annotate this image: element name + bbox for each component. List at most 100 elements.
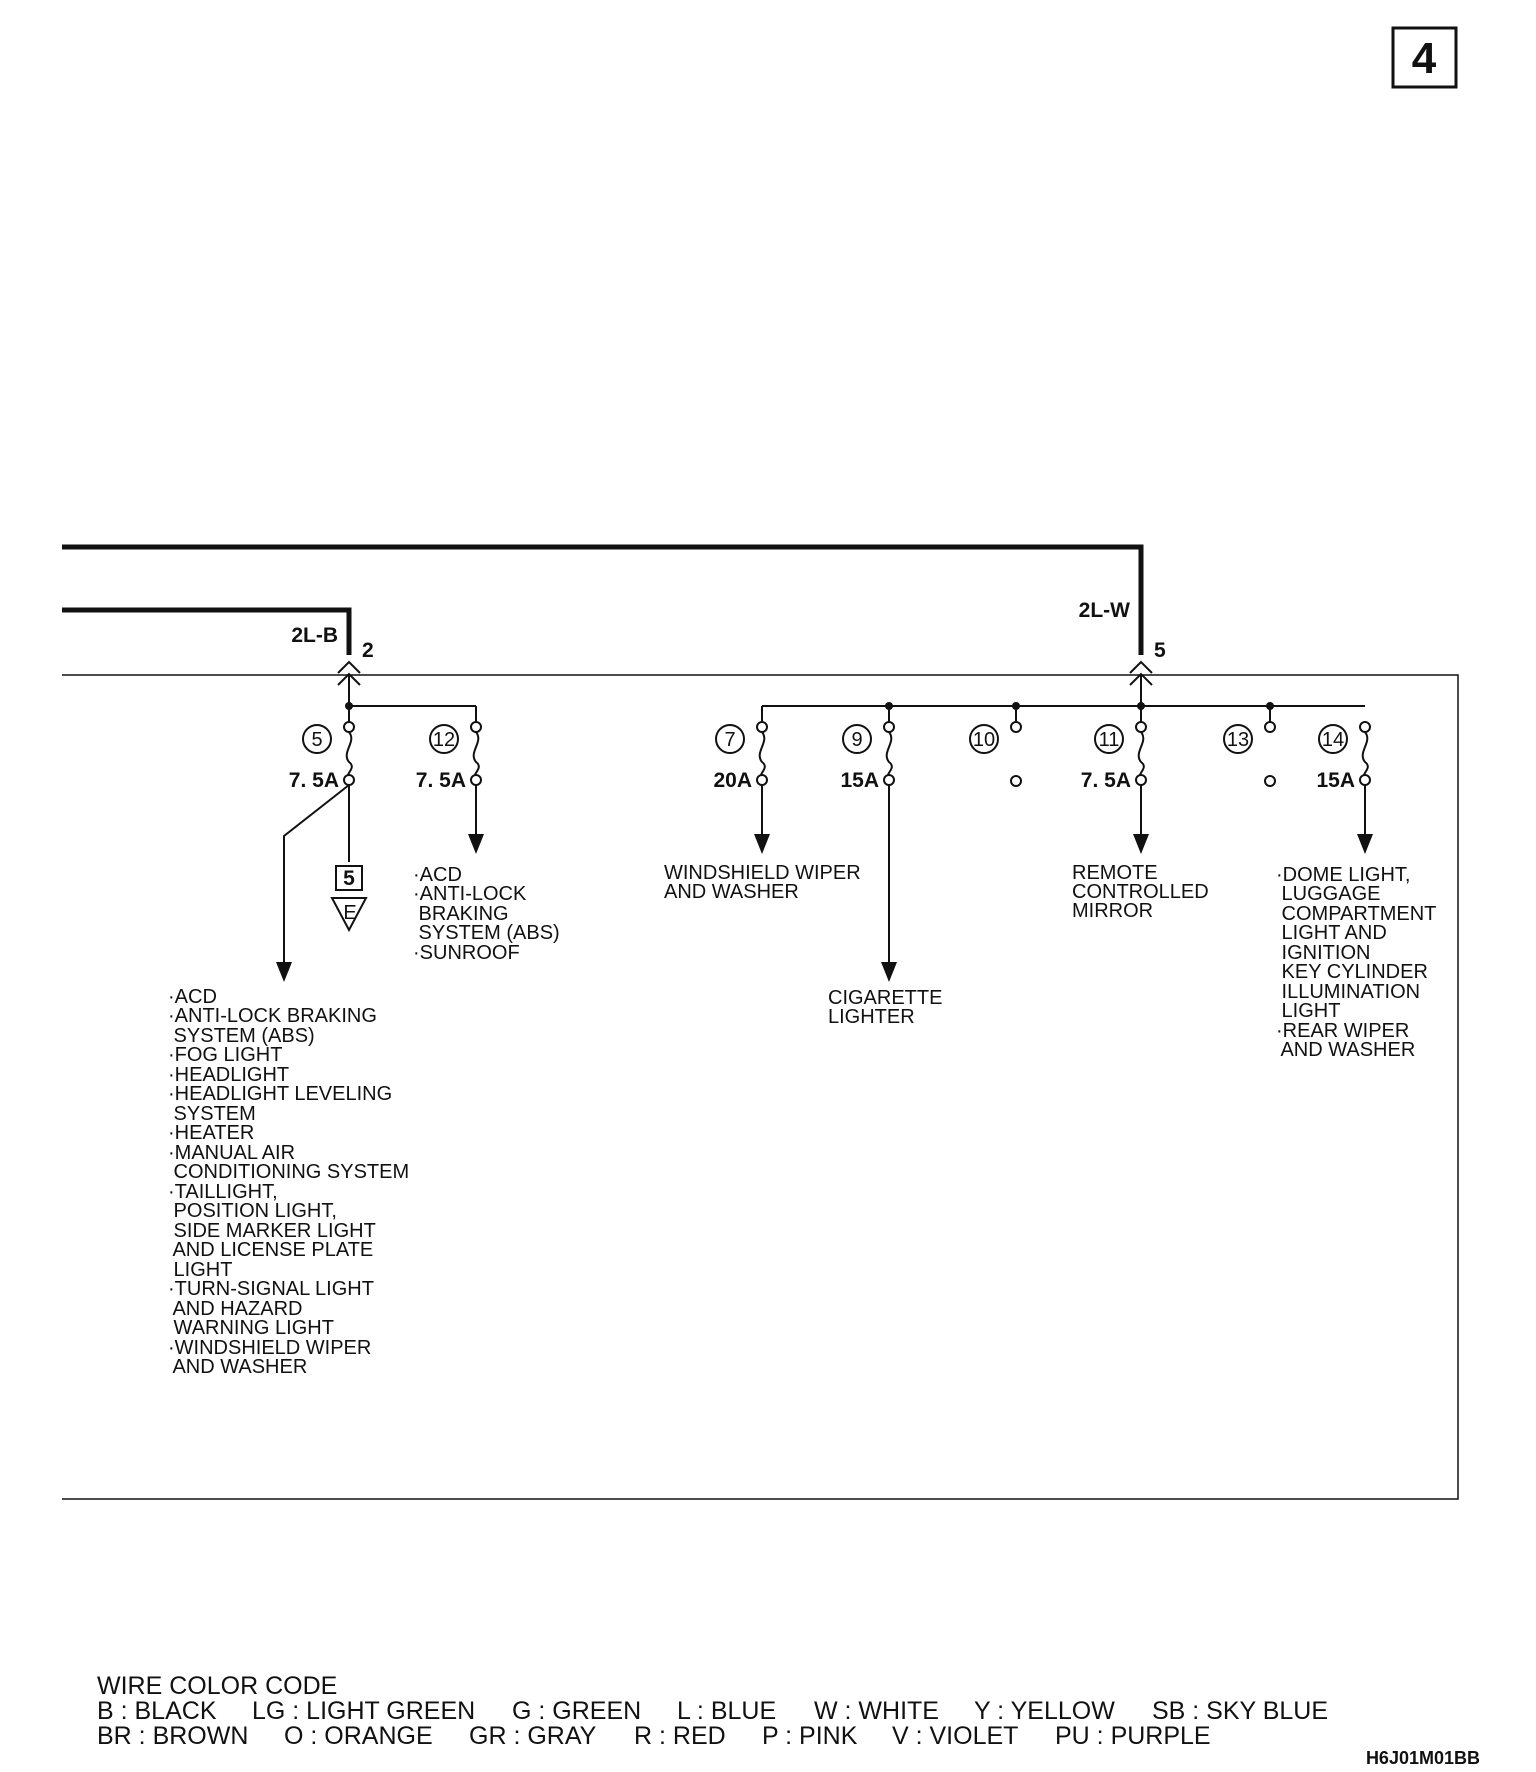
load-item: ·HEATER [168,1122,254,1144]
load-item: LIGHT AND [1276,922,1387,944]
fuse-rating: 20A [713,769,752,792]
wire-2L-B [62,607,352,655]
load-item: COMPARTMENT [1276,903,1436,925]
fuse-rating: 7. 5A [1081,769,1131,792]
fuse-10: 10 [969,721,1022,787]
load-item: SYSTEM (ABS) [168,1025,315,1047]
load-item: AND WASHER [168,1356,307,1378]
load-item: ·MANUAL AIR [168,1142,295,1164]
junction-block-outline [62,674,1459,1500]
arrow-down-icon [754,834,770,854]
page-number-box [1391,26,1458,89]
load-item: ·TURN-SIGNAL LIGHT [168,1278,374,1300]
legend-entry: R : RED [634,1722,726,1750]
load-item: AND HAZARD [168,1298,302,1320]
legend-entry: BR : BROWN [97,1722,248,1750]
load-item: WARNING LIGHT [168,1317,334,1339]
connector-pin-2: 2 [362,639,374,662]
load-item: ·FOG LIGHT [168,1044,282,1066]
load-list-fuse-11: REMOTE CONTROLLED MIRROR [1072,862,1209,922]
legend-entry: L : BLUE [677,1697,776,1725]
fuse-rating: 15A [840,769,879,792]
legend-entry: P : PINK [762,1722,858,1750]
figure-id: H6J01M01BB [1366,1748,1480,1768]
fuse-9: 9 15A [840,721,895,792]
load-item: AND WASHER [664,881,799,903]
load-item: ·ANTI-LOCK BRAKING [168,1005,377,1027]
legend-entry: O : ORANGE [284,1722,433,1750]
load-list-fuse-14: ·DOME LIGHT, LUGGAGE COMPARTMENT LIGHT A… [1276,864,1436,1061]
load-item: SIDE MARKER LIGHT [168,1220,376,1242]
load-item: CIGARETTE [828,987,942,1009]
load-item: LIGHTER [828,1006,915,1028]
fuse-number: 13 [1227,729,1249,751]
wire-label-2L-B: 2L-B [291,624,338,647]
fuse-14: 14 15A [1316,721,1371,792]
load-item: ·HEADLIGHT LEVELING [168,1083,392,1105]
load-item: ·TAILLIGHT, [168,1181,278,1203]
load-item: ILLUMINATION [1276,981,1420,1003]
wire-2L-W [62,544,1144,655]
fuse-rating: 15A [1316,769,1355,792]
ground-ref-number: 5 [343,867,355,890]
load-item: KEY CYLINDER [1276,961,1428,983]
load-item: SYSTEM (ABS) [413,922,560,944]
load-item: AND WASHER [1276,1039,1415,1061]
legend-entry: Y : YELLOW [974,1697,1115,1725]
fuse-number: 9 [851,729,862,751]
arrow-down-icon [276,962,292,982]
arrow-down-icon [881,962,897,982]
load-item: ·REAR WIPER [1276,1020,1409,1042]
load-item: ·SUNROOF [413,942,520,964]
load-item: ·HEADLIGHT [168,1064,289,1086]
load-item: REMOTE [1072,862,1158,884]
fuse-number: 12 [433,729,455,751]
load-item: ·ANTI-LOCK [413,883,527,905]
legend-entry: W : WHITE [814,1697,939,1725]
load-item: SYSTEM [168,1103,256,1125]
load-item: ·ACD [168,986,217,1008]
fuse-13: 13 [1223,721,1276,787]
load-item: WINDSHIELD WIPER [664,862,861,884]
load-item: LIGHT [1276,1000,1340,1022]
fuse-number: 5 [311,729,322,751]
load-item: CONDITIONING SYSTEM [168,1161,409,1183]
arrow-down-icon [1357,834,1373,854]
fuse-number: 7 [724,729,735,751]
fuse-rating: 7. 5A [289,769,339,792]
load-item: CONTROLLED [1072,881,1209,903]
load-item: IGNITION [1276,942,1370,964]
load-item: AND LICENSE PLATE [168,1239,373,1261]
legend-title: WIRE COLOR CODE [97,1672,337,1700]
legend-entry: V : VIOLET [892,1722,1018,1750]
fuse-number: 11 [1099,729,1120,751]
arrow-down-icon [468,834,484,854]
legend-entry: GR : GRAY [469,1722,597,1750]
fuse-rating: 7. 5A [416,769,466,792]
page-number: 4 [1412,34,1437,83]
fuse-number: 14 [1322,729,1344,751]
load-item: ·ACD [413,864,462,886]
fuse-5: 5 7. 5A [289,721,355,792]
fuse-number: 10 [973,729,995,751]
wire-label-2L-W: 2L-W [1079,599,1131,622]
connector-pin-5: 5 [1154,639,1166,662]
legend-entry: G : GREEN [512,1697,641,1725]
wire-color-legend: WIRE COLOR CODE B : BLACK LG : LIGHT GRE… [97,1672,1328,1750]
load-item: ·WINDSHIELD WIPER [168,1337,371,1359]
load-list-fuse-5: ·ACD ·ANTI-LOCK BRAKING SYSTEM (ABS) ·FO… [168,986,409,1378]
fuse-12: 12 7. 5A [416,721,482,792]
arrow-down-icon [1133,834,1149,854]
load-item: MIRROR [1072,900,1153,922]
load-list-fuse-9: CIGARETTE LIGHTER [828,987,942,1028]
load-item: ·DOME LIGHT, [1276,864,1410,886]
output-wire-fuse-5-load [283,784,350,962]
legend-entry: LG : LIGHT GREEN [252,1697,475,1725]
legend-entry: SB : SKY BLUE [1152,1697,1328,1725]
ground-ref-box [335,865,363,891]
ground-ref-letter: E [343,902,356,924]
fuse-7: 7 20A [713,721,768,792]
legend-entry: PU : PURPLE [1055,1722,1211,1750]
load-list-fuse-7: WINDSHIELD WIPER AND WASHER [664,862,861,903]
